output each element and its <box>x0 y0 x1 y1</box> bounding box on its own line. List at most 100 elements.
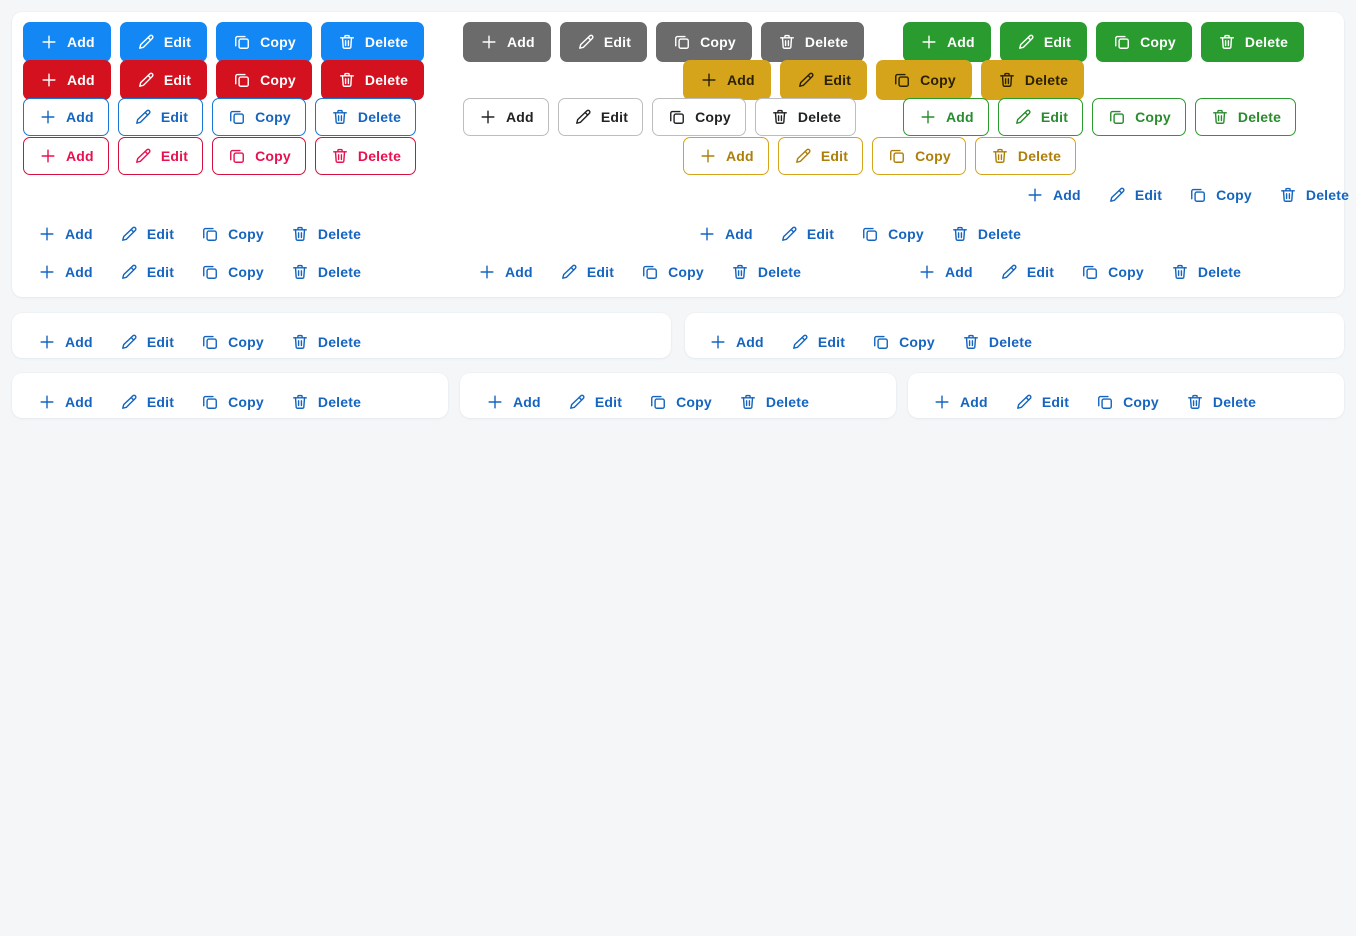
add-button[interactable]: Add <box>23 137 109 175</box>
copy-button[interactable]: Copy <box>872 137 966 175</box>
delete-button[interactable]: Delete <box>949 322 1044 362</box>
add-button[interactable]: Add <box>683 137 769 175</box>
edit-button[interactable]: Edit <box>1095 175 1174 215</box>
delete-button[interactable]: Delete <box>278 214 373 254</box>
edit-button[interactable]: Edit <box>117 98 204 136</box>
copy-button[interactable]: Copy <box>216 22 312 62</box>
copy-button[interactable]: Copy <box>848 214 936 254</box>
copy-button[interactable]: Copy <box>188 214 276 254</box>
edit-button[interactable]: Edit <box>779 60 868 100</box>
add-button[interactable]: Add <box>23 60 111 100</box>
copy-button[interactable]: Copy <box>628 252 716 292</box>
edit-button[interactable]: Edit <box>107 214 186 254</box>
add-button[interactable]: Add <box>465 252 545 292</box>
copy-button[interactable]: Copy <box>188 252 276 292</box>
trash-icon <box>1185 392 1205 412</box>
add-button[interactable]: Add <box>23 98 109 136</box>
add-button[interactable]: Add <box>23 22 111 62</box>
copy-button[interactable]: Copy <box>212 98 306 136</box>
delete-button[interactable]: Delete <box>1266 175 1356 215</box>
add-button[interactable]: Add <box>463 98 549 136</box>
edit-button[interactable]: Edit <box>767 214 846 254</box>
edit-button[interactable]: Edit <box>107 382 186 422</box>
delete-button[interactable]: Delete <box>938 214 1033 254</box>
delete-button[interactable]: Delete <box>974 137 1077 175</box>
button-label: Delete <box>1305 187 1350 203</box>
copy-button[interactable]: Copy <box>1083 382 1171 422</box>
copy-button[interactable]: Copy <box>636 382 724 422</box>
edit-button[interactable]: Edit <box>117 137 204 175</box>
edit-button[interactable]: Edit <box>999 22 1088 62</box>
copy-button[interactable]: Copy <box>188 322 276 362</box>
copy-button[interactable]: Copy <box>876 60 972 100</box>
edit-button[interactable]: Edit <box>559 22 648 62</box>
copy-button[interactable]: Copy <box>1092 98 1186 136</box>
add-button[interactable]: Add <box>903 98 989 136</box>
edit-button[interactable]: Edit <box>119 60 208 100</box>
button-label: Add <box>65 226 93 242</box>
edit-button[interactable]: Edit <box>1002 382 1081 422</box>
copy-button[interactable]: Copy <box>652 98 746 136</box>
delete-button[interactable]: Delete <box>278 252 373 292</box>
button-label: Delete <box>1244 34 1289 50</box>
pencil-icon <box>136 70 156 90</box>
copy-button[interactable]: Copy <box>656 22 752 62</box>
copy-button[interactable]: Copy <box>859 322 947 362</box>
add-button[interactable]: Add <box>25 322 105 362</box>
delete-button[interactable]: Delete <box>1158 252 1253 292</box>
delete-button[interactable]: Delete <box>278 382 373 422</box>
edit-button[interactable]: Edit <box>557 98 644 136</box>
button-label: Delete <box>357 148 402 164</box>
delete-button[interactable]: Delete <box>314 137 417 175</box>
add-button[interactable]: Add <box>903 22 991 62</box>
delete-button[interactable]: Delete <box>760 22 865 62</box>
copy-button[interactable]: Copy <box>1176 175 1264 215</box>
edit-button[interactable]: Edit <box>547 252 626 292</box>
button-label: Add <box>66 109 94 125</box>
edit-button[interactable]: Edit <box>107 322 186 362</box>
plus-icon <box>39 32 59 52</box>
add-button[interactable]: Add <box>696 322 776 362</box>
edit-button[interactable]: Edit <box>778 322 857 362</box>
copy-button[interactable]: Copy <box>212 137 306 175</box>
delete-button[interactable]: Delete <box>1200 22 1305 62</box>
pencil-icon <box>559 262 579 282</box>
add-button[interactable]: Add <box>905 252 985 292</box>
pencil-icon <box>793 146 813 166</box>
edit-button[interactable]: Edit <box>119 22 208 62</box>
add-button[interactable]: Add <box>920 382 1000 422</box>
add-button[interactable]: Add <box>685 214 765 254</box>
trash-icon <box>290 332 310 352</box>
delete-button[interactable]: Delete <box>1194 98 1297 136</box>
edit-button[interactable]: Edit <box>987 252 1066 292</box>
trash-icon <box>738 392 758 412</box>
edit-button[interactable]: Edit <box>107 252 186 292</box>
copy-button[interactable]: Copy <box>1096 22 1192 62</box>
add-button[interactable]: Add <box>683 60 771 100</box>
add-button[interactable]: Add <box>25 252 105 292</box>
add-button[interactable]: Add <box>25 214 105 254</box>
trash-icon <box>337 32 357 52</box>
add-button[interactable]: Add <box>463 22 551 62</box>
delete-button[interactable]: Delete <box>718 252 813 292</box>
add-button[interactable]: Add <box>473 382 553 422</box>
copy-button[interactable]: Copy <box>188 382 276 422</box>
edit-button[interactable]: Edit <box>555 382 634 422</box>
delete-button[interactable]: Delete <box>314 98 417 136</box>
add-button[interactable]: Add <box>1013 175 1093 215</box>
delete-button[interactable]: Delete <box>320 60 425 100</box>
delete-button[interactable]: Delete <box>754 98 857 136</box>
edit-button[interactable]: Edit <box>777 137 864 175</box>
copy-button[interactable]: Copy <box>1068 252 1156 292</box>
trash-icon <box>730 262 750 282</box>
delete-button[interactable]: Delete <box>726 382 821 422</box>
edit-button[interactable]: Edit <box>997 98 1084 136</box>
delete-button[interactable]: Delete <box>320 22 425 62</box>
delete-button[interactable]: Delete <box>278 322 373 362</box>
delete-button[interactable]: Delete <box>1173 382 1268 422</box>
copy-button[interactable]: Copy <box>216 60 312 100</box>
add-button[interactable]: Add <box>25 382 105 422</box>
delete-button[interactable]: Delete <box>980 60 1085 100</box>
pencil-icon <box>136 32 156 52</box>
